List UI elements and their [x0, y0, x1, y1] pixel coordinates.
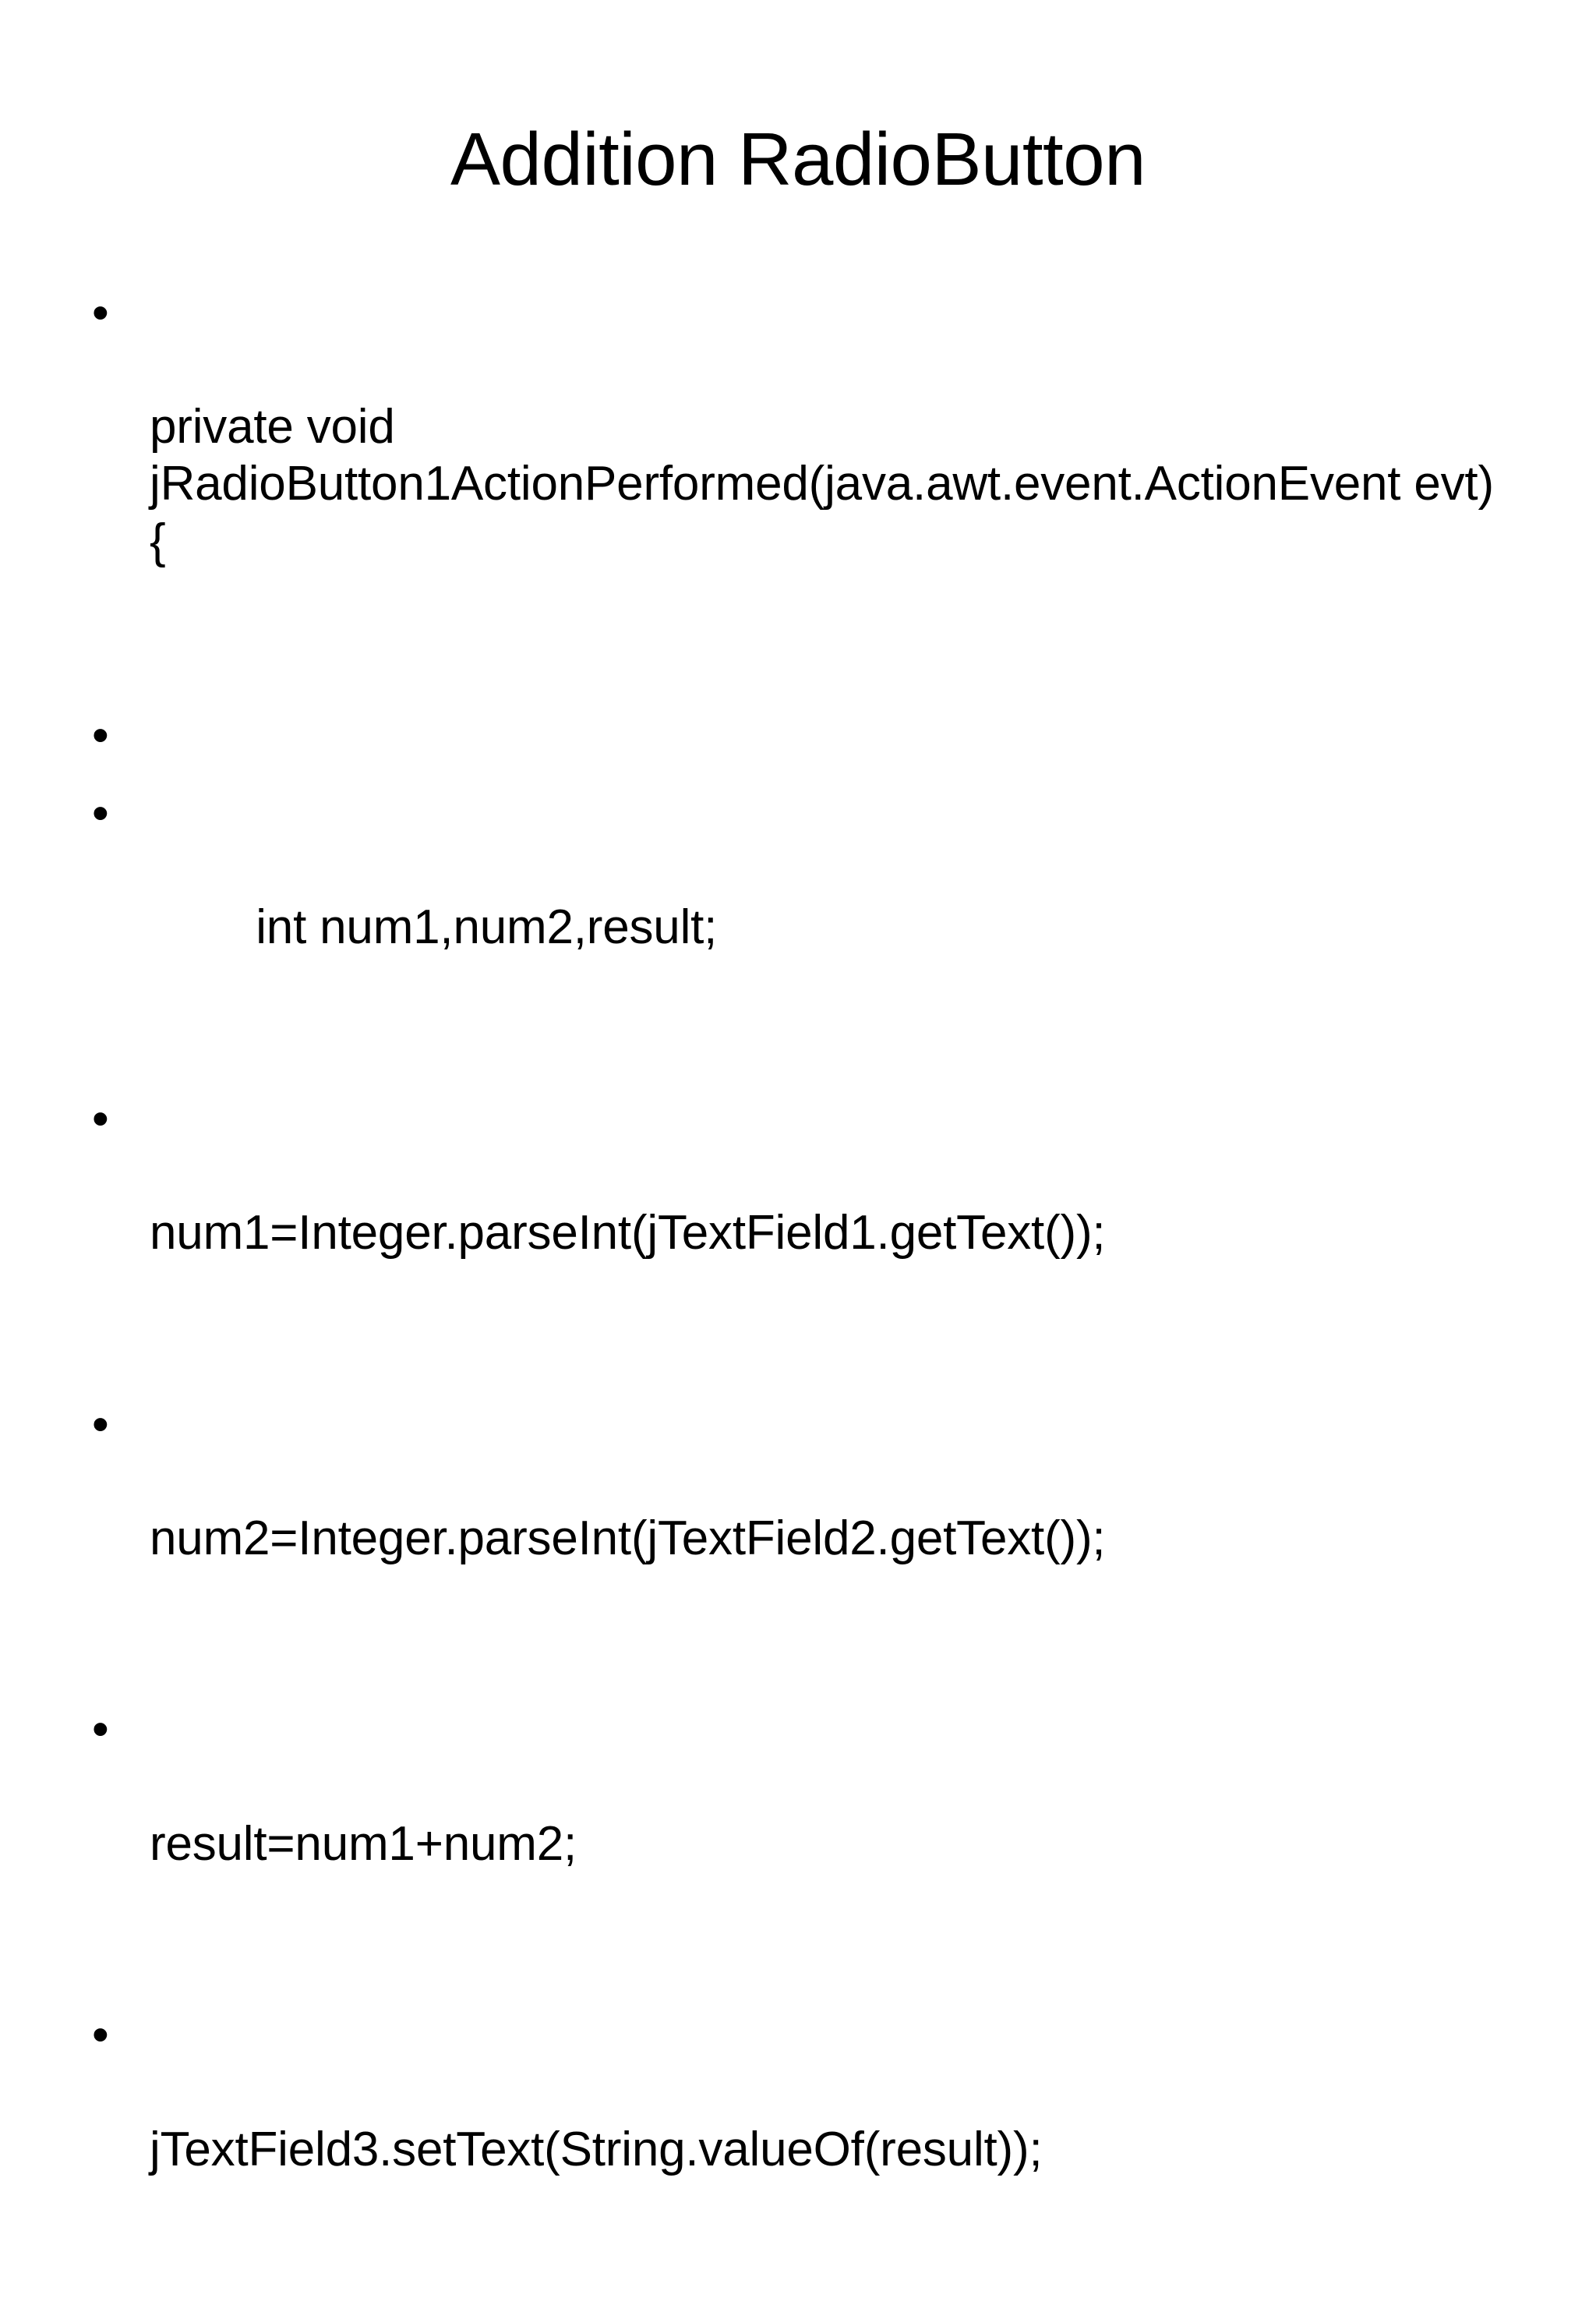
- list-item[interactable]: num1=Integer.parseInt(jTextField1.getTex…: [86, 1091, 1535, 1376]
- list-item[interactable]: result=num1+num2;: [86, 1701, 1535, 1986]
- bullet-text-method-signature: private void jRadioButton1ActionPerforme…: [150, 400, 1507, 568]
- bullet-text-display-result: jTextField3.setText(String.valueOf(resul…: [150, 2122, 1043, 2176]
- bullet-text-parse-num1: num1=Integer.parseInt(jTextField1.getTex…: [150, 1206, 1106, 1260]
- slide-body-bullet-list: private void jRadioButton1ActionPerforme…: [86, 285, 1535, 2312]
- bullet-text-compute-result: result=num1+num2;: [150, 1816, 577, 1871]
- list-item[interactable]: private void jRadioButton1ActionPerforme…: [86, 285, 1521, 684]
- page-title: Addition RadioButton: [450, 118, 1146, 202]
- bullet-text-declare-vars: int num1,num2,result;: [150, 900, 718, 955]
- list-item-spacer[interactable]: [86, 707, 1535, 765]
- list-item[interactable]: int num1,num2,result;: [86, 785, 1535, 1070]
- list-item[interactable]: num2=Integer.parseInt(jTextField2.getTex…: [86, 1396, 1535, 1681]
- bullet-text-parse-num2: num2=Integer.parseInt(jTextField2.getTex…: [150, 1511, 1106, 1565]
- presentation-slide: Addition RadioButton private void jRadio…: [0, 0, 1596, 1197]
- list-item[interactable]: jTextField3.setText(String.valueOf(resul…: [86, 2006, 1535, 2292]
